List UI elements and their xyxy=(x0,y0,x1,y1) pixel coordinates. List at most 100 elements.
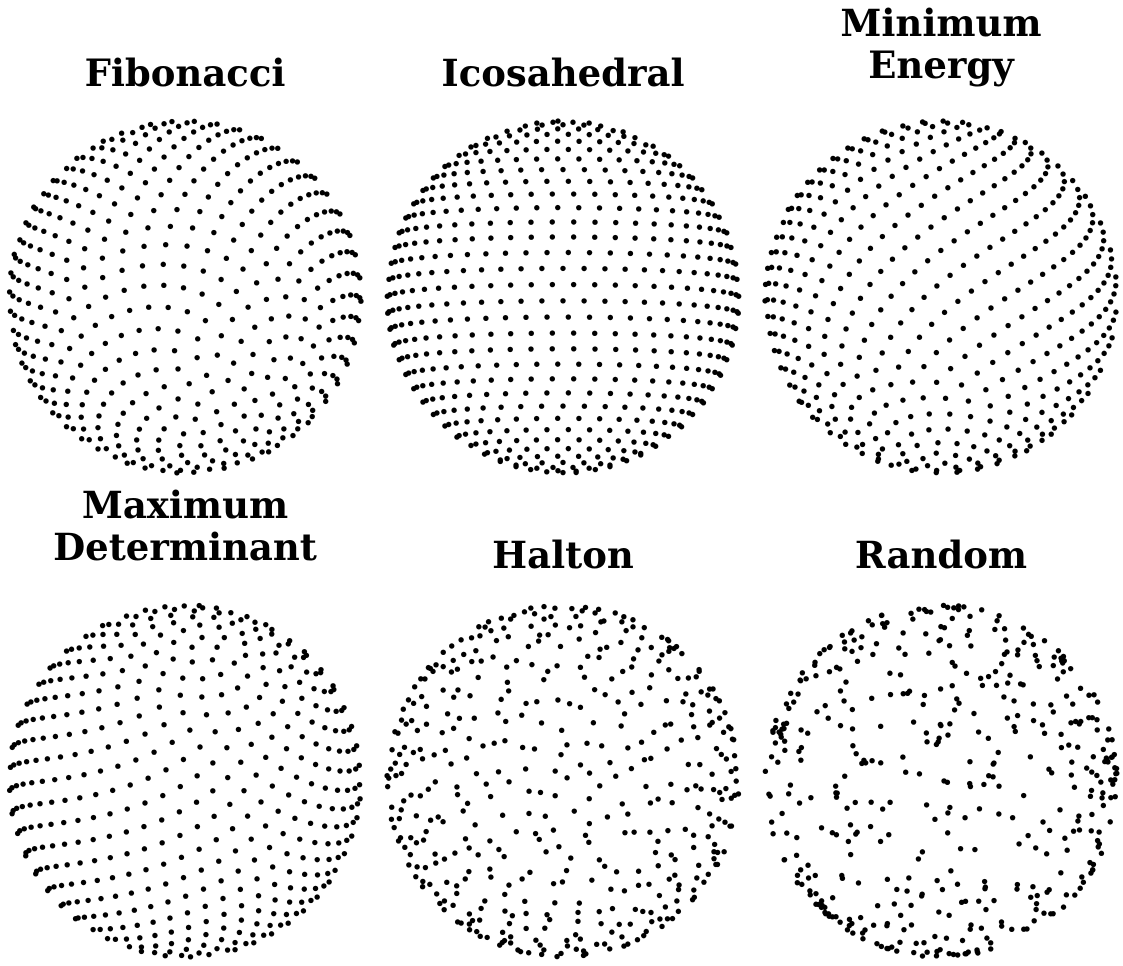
sphere-point xyxy=(558,752,563,757)
sphere-point xyxy=(253,426,258,431)
sphere-point xyxy=(1095,727,1100,732)
sphere-point xyxy=(978,676,983,681)
sphere-point xyxy=(636,869,641,874)
sphere-point xyxy=(544,912,549,917)
sphere-point xyxy=(773,718,778,723)
sphere-point xyxy=(252,857,257,862)
sphere-point xyxy=(449,643,454,648)
sphere-point xyxy=(97,927,102,932)
sphere-point xyxy=(503,719,508,724)
sphere-point xyxy=(403,372,408,377)
sphere-point xyxy=(508,616,513,621)
sphere-point xyxy=(577,900,582,905)
sphere-point xyxy=(161,154,166,159)
sphere-point xyxy=(900,281,905,286)
sphere-point xyxy=(544,469,549,474)
sphere-point xyxy=(532,746,537,751)
sphere-point xyxy=(988,946,993,951)
sphere-point xyxy=(821,211,826,216)
sphere-point xyxy=(384,773,389,778)
sphere-point xyxy=(148,122,153,127)
sphere-point xyxy=(921,940,926,945)
sphere-point xyxy=(889,463,894,468)
sphere-point xyxy=(613,220,618,225)
sphere-point xyxy=(275,277,280,282)
sphere-point xyxy=(609,676,614,681)
sphere-point xyxy=(1002,176,1007,181)
sphere-point xyxy=(77,795,82,800)
sphere-point xyxy=(763,769,768,774)
sphere-point xyxy=(1012,229,1017,234)
sphere-point xyxy=(233,848,238,853)
sphere-point xyxy=(665,317,670,322)
sphere-point xyxy=(1004,424,1009,429)
sphere-point xyxy=(75,818,80,823)
sphere-point xyxy=(668,721,673,726)
sphere-point xyxy=(878,839,883,844)
sphere-point xyxy=(135,195,140,200)
sphere-point xyxy=(627,180,632,185)
sphere-point xyxy=(850,743,855,748)
sphere-point xyxy=(391,825,396,830)
sphere-point xyxy=(967,456,972,461)
sphere-point xyxy=(295,396,300,401)
sphere-point xyxy=(163,953,168,958)
sphere-point xyxy=(954,470,959,475)
sphere-point xyxy=(1034,901,1039,906)
sphere-point xyxy=(99,725,104,730)
sphere-point xyxy=(597,438,602,443)
sphere-point xyxy=(880,350,885,355)
sphere-point xyxy=(163,881,168,886)
sphere-point xyxy=(1039,150,1044,155)
sphere-point xyxy=(924,739,929,744)
sphere-point xyxy=(677,301,682,306)
sphere-point xyxy=(113,937,118,942)
sphere-point xyxy=(986,736,991,741)
sphere-point xyxy=(467,393,472,398)
sphere-point xyxy=(1044,157,1049,162)
sphere-point xyxy=(776,349,781,354)
sphere-point xyxy=(829,404,834,409)
sphere-point xyxy=(651,236,656,241)
sphere-point xyxy=(26,301,31,306)
sphere-point xyxy=(555,468,560,473)
sphere-point xyxy=(860,451,865,456)
sphere-point xyxy=(451,726,456,731)
sphere-point xyxy=(585,654,590,659)
sphere-point xyxy=(1005,323,1010,328)
sphere-point xyxy=(354,815,359,820)
sphere-point xyxy=(473,441,478,446)
sphere-point xyxy=(1023,140,1028,145)
sphere-point xyxy=(781,220,786,225)
sphere-point xyxy=(169,119,174,124)
sphere-point xyxy=(1096,829,1101,834)
sphere-point xyxy=(680,380,685,385)
sphere-point xyxy=(230,826,235,831)
sphere-point xyxy=(241,413,246,418)
sphere-point xyxy=(623,628,628,633)
sphere-point xyxy=(249,248,254,253)
sphere-point xyxy=(201,166,206,171)
sphere-point xyxy=(594,942,599,947)
sphere-point xyxy=(142,800,147,805)
sphere-point xyxy=(269,631,274,636)
sphere-point xyxy=(902,652,907,657)
sphere-point xyxy=(253,772,258,777)
sphere-point xyxy=(1040,819,1045,824)
sphere-point xyxy=(670,916,675,921)
sphere-point xyxy=(898,913,903,918)
sphere-point xyxy=(853,751,858,756)
sphere-point xyxy=(535,126,540,131)
sphere-point xyxy=(1103,307,1108,312)
sphere-point xyxy=(1101,803,1106,808)
sphere-point xyxy=(257,636,262,641)
sphere-point xyxy=(619,934,624,939)
sphere-point xyxy=(426,787,431,792)
sphere-point xyxy=(396,306,401,311)
sphere-point xyxy=(520,745,525,750)
sphere-point xyxy=(28,824,33,829)
sphere-point xyxy=(777,265,782,270)
sphere-point xyxy=(676,909,681,914)
sphere-point xyxy=(880,806,885,811)
sphere-point xyxy=(116,910,121,915)
